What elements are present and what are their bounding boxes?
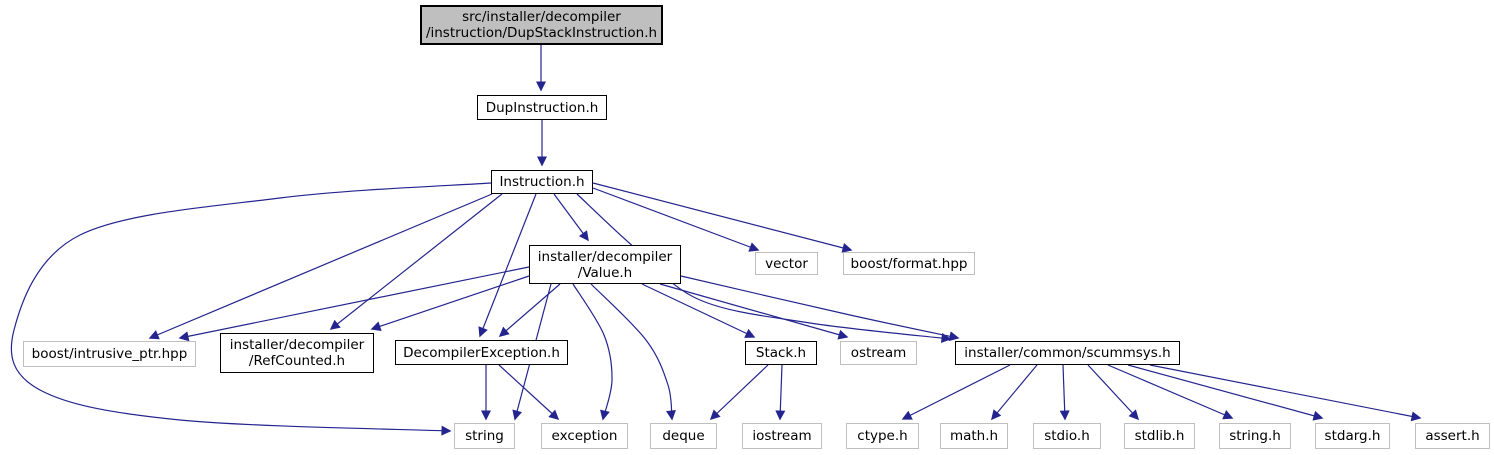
graph-node-ostream: ostream: [840, 341, 917, 365]
edge-instruction-h-to-scummsys-h: [576, 193, 952, 343]
graph-node-label: DupInstruction.h: [485, 99, 599, 116]
edge-value-h-to-deque: [590, 283, 676, 421]
edge-scummsys-h-to-stdlib-h: [1087, 364, 1140, 421]
graph-node-dup-instruction-h[interactable]: DupInstruction.h: [477, 95, 607, 120]
graph-node-label: Instruction.h: [499, 174, 585, 190]
edge-scummsys-h-to-ctype-h: [901, 364, 1011, 420]
graph-node-decompiler-exception-h[interactable]: DecompilerException.h: [395, 340, 568, 365]
edge-value-h-to-scummsys-h: [680, 275, 960, 342]
graph-node-label: installer/common/scummsys.h: [964, 345, 1171, 361]
graph-node-stack-h[interactable]: Stack.h: [745, 341, 817, 365]
graph-node-stdarg-h: stdarg.h: [1315, 423, 1390, 449]
edge-value-h-to-boost-intrusive-ptr-hpp: [178, 266, 530, 342]
edge-value-h-to-ref-counted-h: [370, 275, 530, 332]
graph-node-label: string: [465, 428, 504, 444]
graph-node-dup-stack-instruction-h: src/installer/decompiler/instruction/Dup…: [420, 5, 663, 45]
graph-node-value-h[interactable]: installer/decompiler/Value.h: [529, 245, 681, 284]
edge-value-h-to-decompiler-exception-h: [498, 283, 561, 337]
graph-node-stdlib-h: stdlib.h: [1124, 423, 1195, 449]
edge-value-h-to-ostream: [659, 283, 849, 340]
graph-node-label: stdlib.h: [1134, 428, 1185, 444]
graph-node-label: math.h: [949, 428, 999, 444]
graph-node-label: boost/intrusive_ptr.hpp: [31, 346, 188, 362]
graph-node-label: stdarg.h: [1324, 428, 1381, 444]
graph-node-label: DecompilerException.h: [403, 344, 560, 361]
graph-node-label: ostream: [850, 345, 907, 361]
graph-node-label: vector: [765, 255, 808, 272]
graph-node-ctype-h: ctype.h: [846, 423, 919, 449]
edge-scummsys-h-to-stdio-h: [1059, 364, 1070, 421]
graph-node-label: iostream: [752, 428, 812, 444]
graph-node-stdio-h: stdio.h: [1033, 423, 1101, 449]
graph-node-label: ctype.h: [857, 428, 908, 444]
edge-scummsys-h-to-math-h: [991, 364, 1038, 421]
graph-node-exception: exception: [541, 423, 628, 449]
edge-instruction-h-to-decompiler-exception-h: [478, 193, 537, 338]
edge-stack-h-to-iostream: [775, 364, 786, 421]
graph-node-iostream: iostream: [742, 423, 822, 449]
graph-node-boost-format-hpp: boost/format.hpp: [843, 252, 975, 275]
graph-node-scummsys-h[interactable]: installer/common/scummsys.h: [955, 341, 1180, 365]
edge-instruction-h-to-string: [10, 182, 492, 436]
graph-node-string: string: [454, 423, 515, 449]
edge-scummsys-h-to-string-h: [1107, 364, 1234, 420]
graph-node-label: src/installer/decompiler: [462, 9, 621, 25]
graph-node-label: stdio.h: [1044, 428, 1090, 444]
edge-scummsys-h-to-stdarg-h: [1127, 364, 1324, 421]
graph-node-instruction-h[interactable]: Instruction.h: [491, 170, 593, 194]
graph-node-boost-intrusive-ptr-hpp: boost/intrusive_ptr.hpp: [23, 341, 196, 367]
edge-instruction-h-to-boost-intrusive-ptr-hpp: [148, 193, 493, 340]
edge-stack-h-to-deque: [709, 364, 769, 421]
edge-value-h-to-stack-h: [641, 283, 756, 338]
graph-node-vector: vector: [755, 252, 818, 275]
graph-node-ref-counted-h[interactable]: installer/decompiler/RefCounted.h: [220, 333, 374, 373]
edge-instruction-h-to-vector: [592, 187, 760, 252]
graph-node-label: installer/decompiler: [229, 337, 365, 353]
graph-node-label: /RefCounted.h: [248, 353, 346, 369]
graph-node-deque: deque: [650, 423, 717, 449]
graph-node-label: installer/decompiler: [537, 248, 673, 265]
graph-node-assert-h: assert.h: [1415, 423, 1490, 449]
edge-instruction-h-to-boost-format-hpp: [592, 182, 853, 253]
graph-node-label: string.h: [1229, 428, 1281, 444]
edge-value-h-to-exception: [572, 283, 613, 421]
edge-scummsys-h-to-assert-h: [1149, 364, 1422, 422]
graph-node-label: Stack.h: [755, 345, 807, 361]
edge-decompiler-exception-h-to-exception: [498, 364, 560, 421]
graph-node-math-h: math.h: [940, 423, 1008, 449]
edge-instruction-h-to-ref-counted-h: [329, 193, 503, 330]
graph-node-string-h: string.h: [1219, 423, 1291, 449]
graph-node-label: exception: [551, 428, 618, 444]
graph-node-label: /Value.h: [577, 264, 633, 281]
graph-node-label: boost/format.hpp: [850, 255, 968, 272]
graph-node-label: deque: [662, 428, 705, 444]
edge-instruction-h-to-value-h: [553, 193, 589, 242]
graph-node-label: /instruction/DupStackInstruction.h: [425, 25, 658, 41]
graph-node-label: assert.h: [1425, 428, 1480, 444]
